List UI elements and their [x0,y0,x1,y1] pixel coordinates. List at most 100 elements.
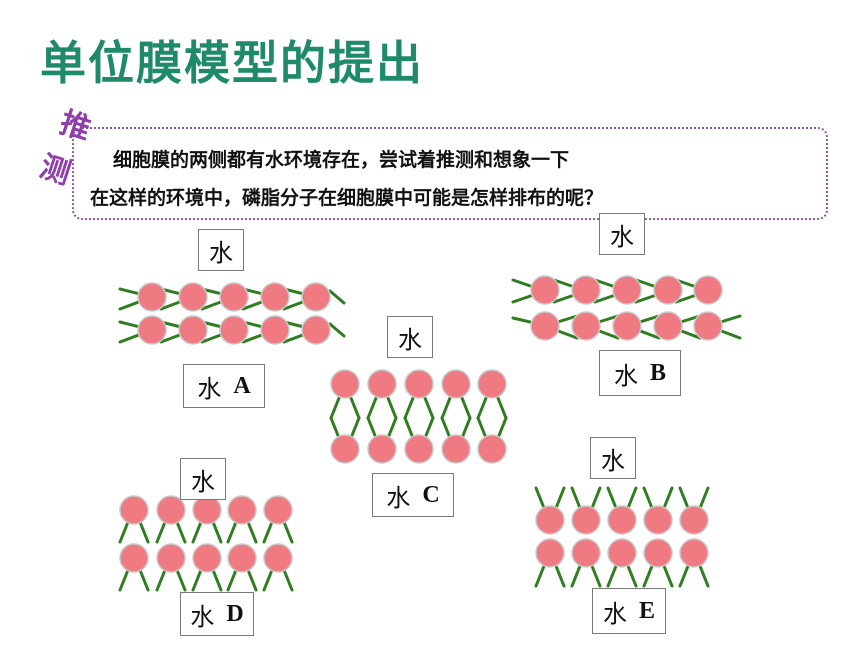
lipid-head-c [330,369,360,399]
water-label-top-a: 水 [198,229,244,271]
lipid-tail [329,416,341,440]
lipid-head-d [119,543,149,573]
lipid-head-d [227,543,257,573]
lipid-head-d [192,495,222,525]
option-c-water-text: 水 [386,485,411,512]
lipid-tail [570,564,582,588]
option-c-letter: C [422,481,440,508]
lipid-head-b [693,311,723,341]
lipid-tail [155,568,167,592]
lipid-head-c [367,434,397,464]
lipid-tail [155,520,167,544]
option-b-letter: B [649,359,666,386]
lipid-tail [423,396,435,420]
lipid-tail [403,396,415,420]
lipid-head-a [301,282,331,312]
page-title: 单位膜模型的提出 [40,36,424,90]
lipid-tail [496,416,508,440]
lipid-head-e [571,538,601,568]
lipid-head-c [441,434,471,464]
lipid-tail [118,520,130,544]
option-b-water-text: 水 [613,363,638,390]
option-e-letter: E [638,597,655,624]
question-line-2: 在这样的环境中，磷脂分子在细胞膜中可能是怎样排布的呢？ [90,187,604,209]
lipid-tail [476,416,488,440]
lipid-tail [246,568,258,592]
lipid-tail [366,416,378,440]
water-label-top-c: 水 [387,316,433,358]
option-d-water-text: 水 [190,604,215,631]
lipid-tail [590,564,602,588]
lipid-head-c [404,434,434,464]
lipid-head-b [530,311,560,341]
lipid-tail [226,520,238,544]
lipid-tail [386,396,398,420]
lipid-head-b [571,275,601,305]
lipid-head-d [227,495,257,525]
lipid-tail [386,416,398,440]
lipid-head-d [263,543,293,573]
lipid-tail [211,568,223,592]
lipid-tail [226,568,238,592]
lipid-tail [175,520,187,544]
lipid-head-e [679,538,709,568]
lipid-tail [211,520,223,544]
lipid-tail [554,564,566,588]
lipid-head-a [178,315,208,345]
lipid-tail [662,486,674,510]
water-label-text: 水 [398,327,422,354]
lipid-head-e [571,505,601,535]
lipid-tail [626,486,638,510]
lipid-tail [534,564,546,588]
lipid-tail [460,396,472,420]
lipid-head-d [263,495,293,525]
lipid-head-e [607,505,637,535]
lipid-tail [138,520,150,544]
lipid-tail [423,416,435,440]
lipid-tail [403,416,415,440]
lipid-head-d [156,543,186,573]
water-label-top-d: 水 [180,458,226,500]
water-label-text: 水 [191,469,215,496]
lipid-head-d [156,495,186,525]
water-label-top-b: 水 [599,213,645,255]
water-label-text: 水 [209,240,233,267]
lipid-tail [534,486,546,510]
lipid-tail [678,486,690,510]
question-line-1: 细胞膜的两侧都有水环境存在，尝试着推测和想象一下 [113,149,570,171]
lipid-tail [262,568,274,592]
lipid-head-d [119,495,149,525]
lipid-head-b [653,311,683,341]
lipid-tail [440,396,452,420]
lipid-tail [460,416,472,440]
lipid-tail [698,486,710,510]
lipid-tail [642,564,654,588]
lipid-head-c [404,369,434,399]
lipid-head-e [535,505,565,535]
lipid-head-c [367,369,397,399]
lipid-tail [440,416,452,440]
lipid-tail [282,520,294,544]
lipid-tail [476,396,488,420]
question-box [72,127,828,220]
lipid-tail [642,486,654,510]
lipid-tail [328,289,346,305]
lipid-head-e [643,505,673,535]
lipid-head-a [219,315,249,345]
lipid-tail [570,486,582,510]
lipid-head-c [477,369,507,399]
lipid-head-c [330,434,360,464]
lipid-head-b [530,275,560,305]
lipid-head-c [477,434,507,464]
lipid-tail [662,564,674,588]
lipid-head-a [137,315,167,345]
option-e-water-text: 水 [602,601,627,628]
lipid-tail [590,486,602,510]
lipid-tail [329,396,341,420]
lipid-tail [282,568,294,592]
lipid-tail [366,396,378,420]
